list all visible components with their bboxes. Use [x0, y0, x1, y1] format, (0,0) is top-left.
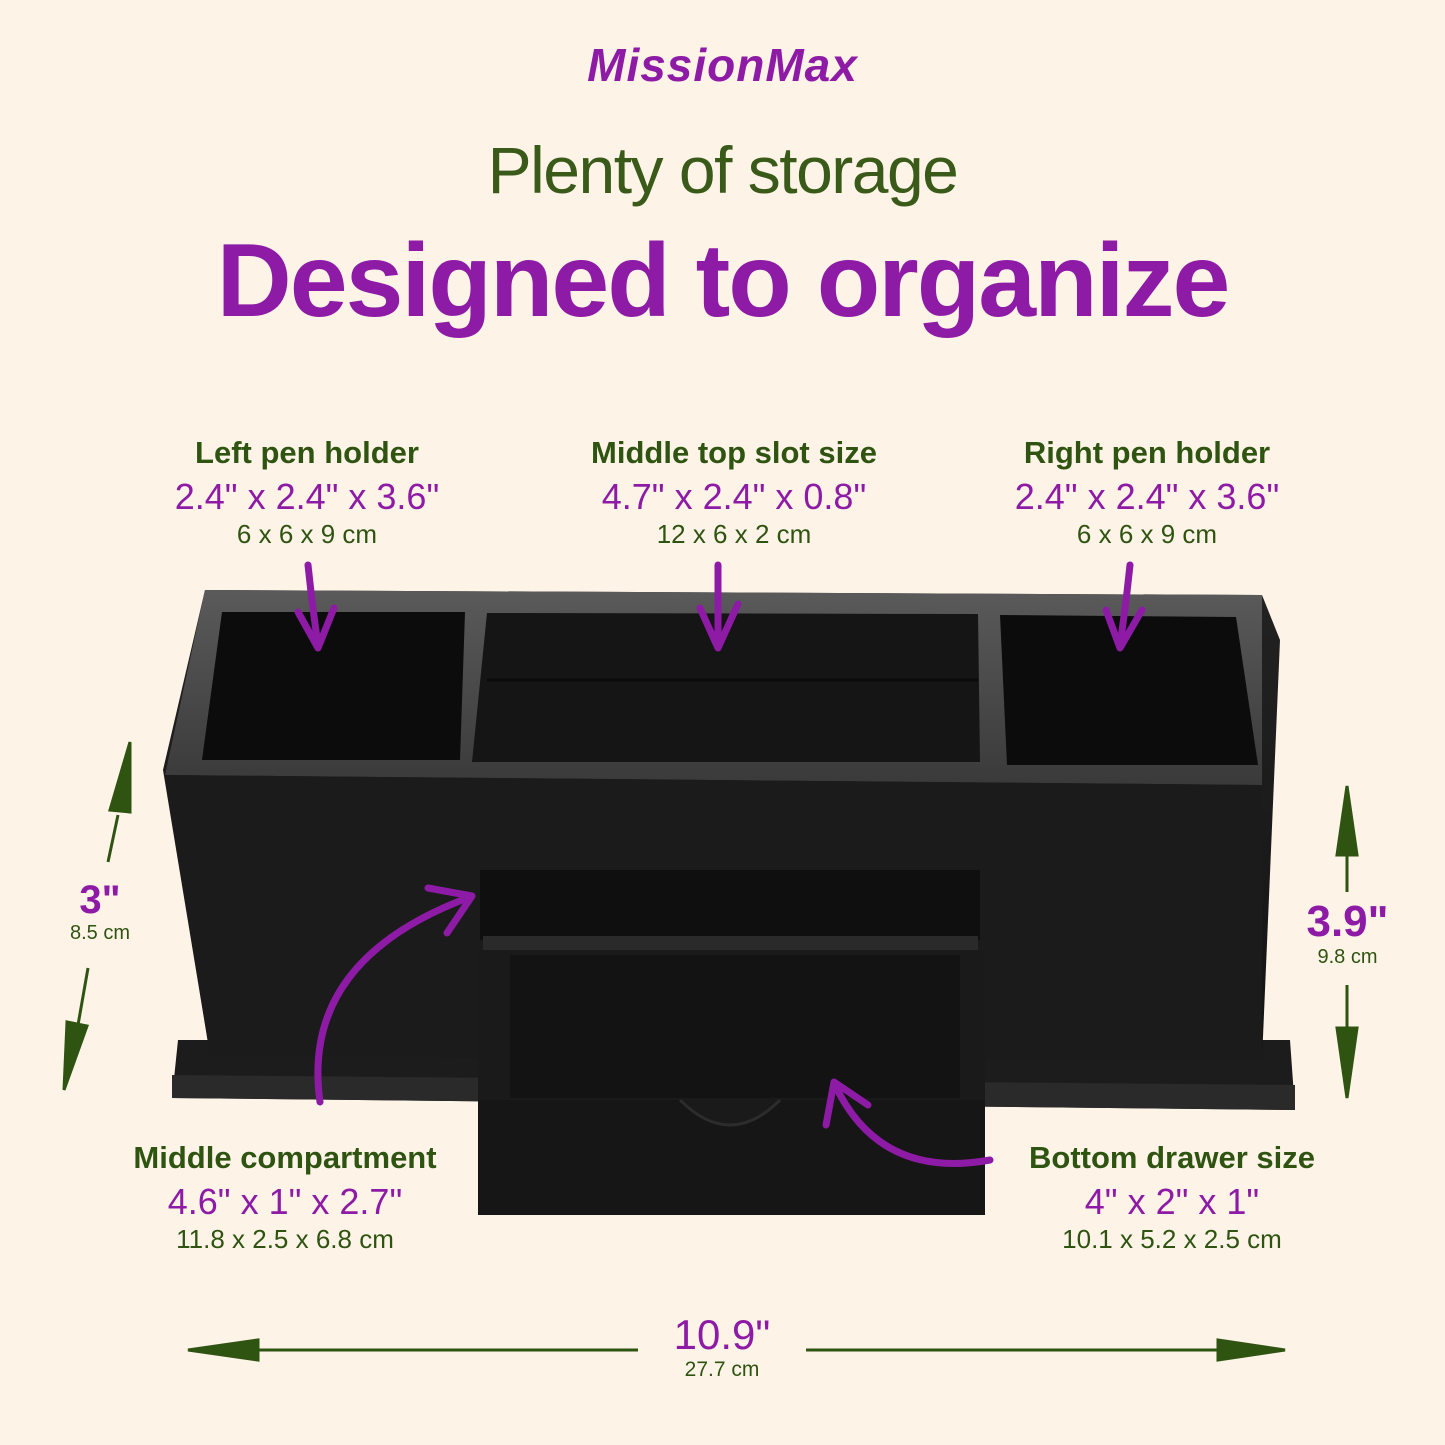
page-subtitle: Plenty of storage: [487, 133, 959, 207]
left-height-arrow-icon: [62, 741, 132, 1091]
callout-right-pen-holder: Right pen holder 2.4" x 2.4" x 3.6" 6 x …: [957, 435, 1337, 549]
right-pen-holder-arrow-icon: [1102, 561, 1146, 652]
organizer-body: [163, 590, 1280, 1060]
dimension-inches: 10.9": [673, 1311, 771, 1358]
callout-cm: 12 x 6 x 2 cm: [656, 519, 812, 549]
middle-top-slot: [472, 613, 980, 762]
callout-title: Bottom drawer size: [1029, 1140, 1315, 1175]
callout-inches: 4.6" x 1" x 2.7": [167, 1181, 403, 1222]
width-arrow-icon: [187, 1338, 1286, 1362]
callout-left-pen-holder: Left pen holder 2.4" x 2.4" x 3.6" 6 x 6…: [117, 435, 497, 549]
dimension-inches: 3.9": [1306, 897, 1389, 946]
callout-title: Middle top slot size: [591, 435, 877, 470]
callout-cm: 11.8 x 2.5 x 6.8 cm: [176, 1224, 394, 1254]
dimension-cm: 8.5 cm: [69, 922, 131, 944]
callout-cm: 6 x 6 x 9 cm: [1076, 519, 1218, 549]
dimension-cm: 27.7 cm: [684, 1358, 760, 1381]
callout-inches: 2.4" x 2.4" x 3.6": [174, 476, 440, 517]
middle-compartment-arrow-icon: [314, 884, 476, 1106]
left-pen-holder-arrow-icon: [294, 561, 338, 652]
callout-cm: 10.1 x 5.2 x 2.5 cm: [1062, 1224, 1282, 1254]
callout-cm: 6 x 6 x 9 cm: [236, 519, 378, 549]
dimension-cm: 9.8 cm: [1317, 946, 1378, 968]
callout-bottom-drawer: Bottom drawer size 4" x 2" x 1" 10.1 x 5…: [982, 1140, 1362, 1254]
middle-top-slot-arrow-icon: [696, 561, 742, 652]
brand-logo: MissionMax: [587, 39, 858, 91]
left-pen-well: [202, 612, 465, 760]
callout-title: Left pen holder: [195, 435, 419, 470]
page-headline: Designed to organize: [216, 223, 1231, 339]
callout-middle-compartment: Middle compartment 4.6" x 1" x 2.7" 11.8…: [95, 1140, 475, 1254]
callout-title: Right pen holder: [1023, 435, 1271, 470]
callout-inches: 4.7" x 2.4" x 0.8": [601, 476, 867, 517]
dimension-width: 10.9" 27.7 cm: [632, 1312, 812, 1382]
callout-middle-top-slot: Middle top slot size 4.7" x 2.4" x 0.8" …: [544, 435, 924, 549]
callout-inches: 2.4" x 2.4" x 3.6": [1014, 476, 1280, 517]
right-height-arrow-icon: [1335, 785, 1359, 1099]
callout-title: Middle compartment: [133, 1140, 437, 1175]
bottom-drawer-shape: [478, 950, 985, 1215]
middle-compartment-shape: [480, 870, 980, 950]
dimension-inches: 3": [79, 878, 121, 922]
callout-inches: 4" x 2" x 1": [1084, 1181, 1260, 1222]
dimension-left-height: 3" 8.5 cm: [40, 878, 160, 945]
dimension-right-height: 3.9" 9.8 cm: [1290, 898, 1405, 969]
right-pen-well: [1000, 615, 1258, 765]
bottom-drawer-arrow-icon: [822, 1078, 994, 1167]
